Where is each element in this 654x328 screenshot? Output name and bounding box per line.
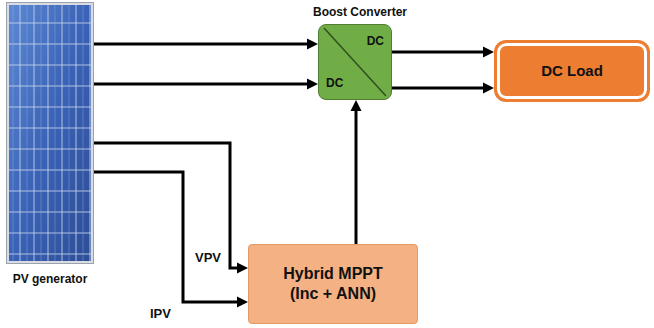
boost-converter: Boost ConverterDCDC [318,24,392,100]
converter-title: Boost Converter [313,5,407,19]
signal-arrow [94,143,248,274]
dc-side-label: DC [326,76,343,90]
signal-arrow [94,172,248,308]
dc-load: DC Load [494,40,650,102]
signal-arrow [94,39,318,50]
signal-arrow [94,79,318,90]
signal-arrow [392,83,494,94]
signal-name: VPV [193,250,223,265]
panel-label: PV generator [6,272,94,286]
signal-arrow [351,100,362,244]
signal-name: IPV [148,306,173,321]
signal-arrow [392,47,494,58]
load-label: DC Load [541,62,603,81]
solar-panel-art [6,2,94,264]
solar-panel [6,2,94,264]
pv-generator: PV generator [6,2,94,286]
controller-label: Hybrid MPPT (Inc + ANN) [273,264,393,304]
mppt-controller: Hybrid MPPT (Inc + ANN) [248,244,418,324]
dc-side-label: DC [367,34,384,48]
